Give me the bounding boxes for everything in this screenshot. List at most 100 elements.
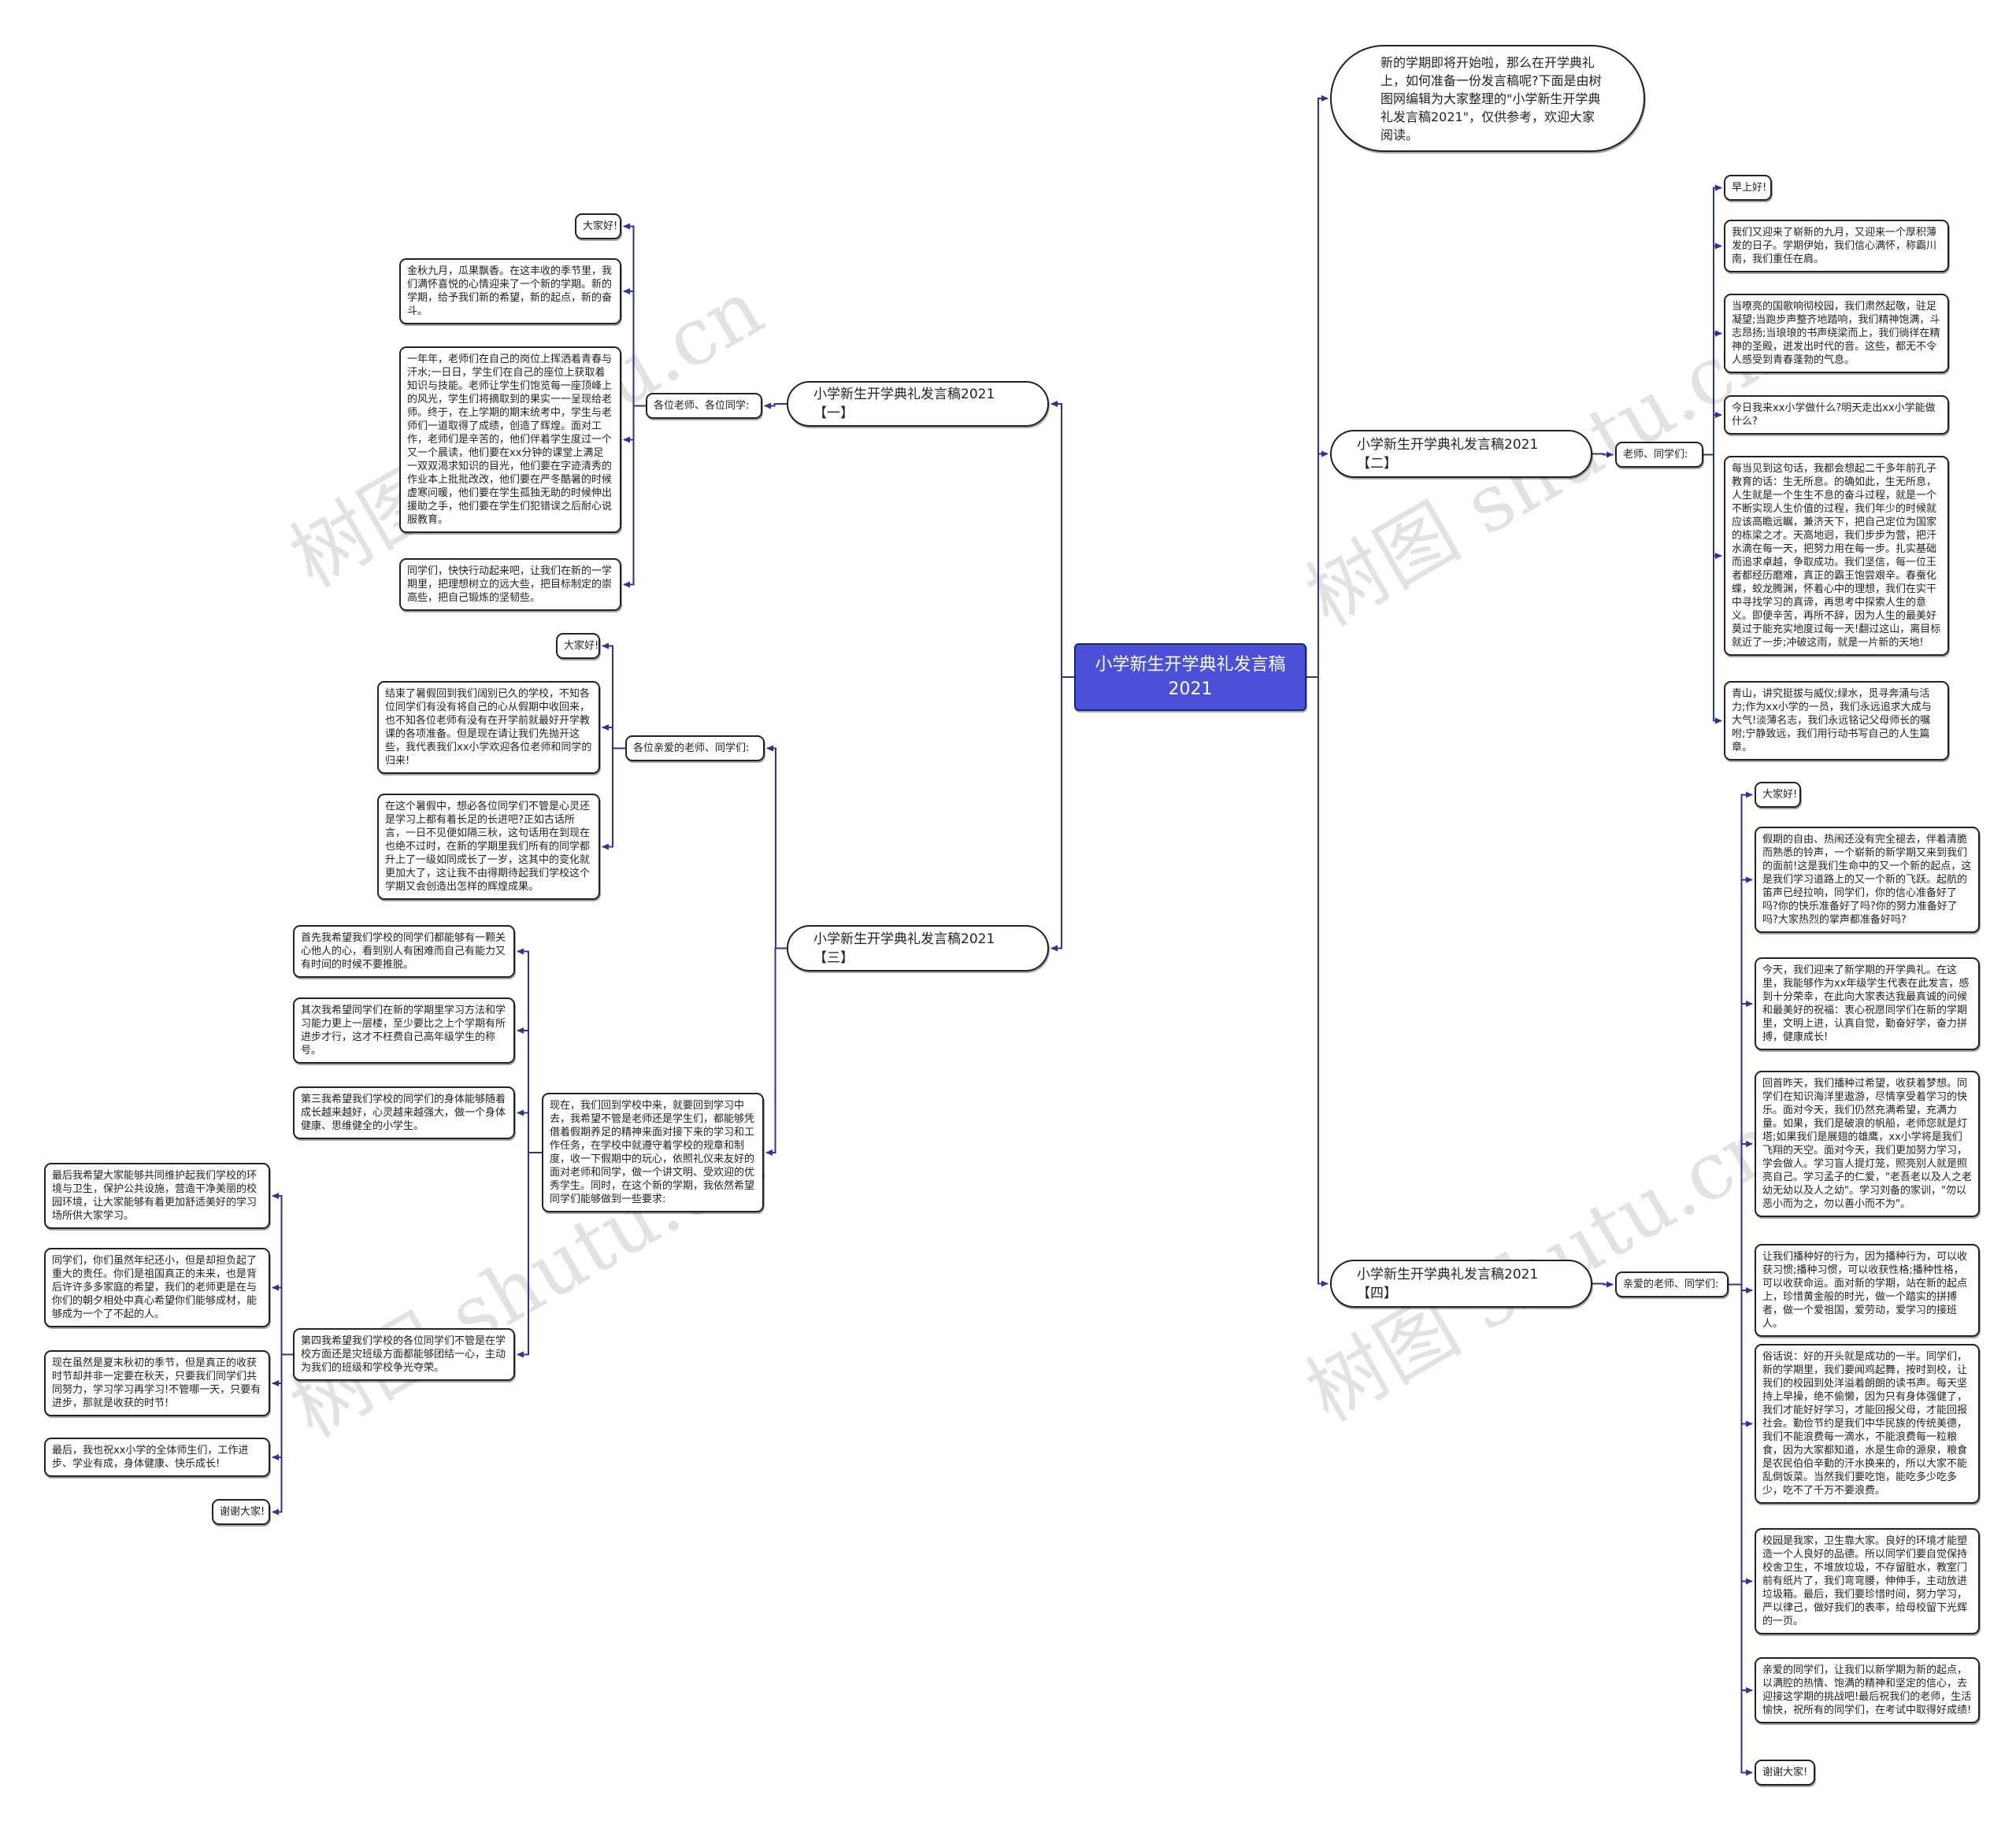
- closing-item[interactable]: 同学们，你们虽然年纪还小，但是却担负起了重大的责任。你们是祖国真正的未来，也是背…: [44, 1248, 270, 1327]
- arrow-head-icon: [1715, 330, 1722, 337]
- connector-line: [1306, 453, 1328, 678]
- arrow-head-icon: [1746, 1287, 1753, 1294]
- connector-line: [1729, 1003, 1752, 1286]
- branch-2-item[interactable]: 青山，讲究挺拔与威仪;绿水，觅寻奔涌与活力;作为xx小学的一员，我们永远追求大成…: [1724, 681, 1949, 761]
- branch-1-item[interactable]: 大家好!: [575, 213, 621, 239]
- branch-4-item[interactable]: 俗话说：好的开头就是成功的一半。同学们，新的学期里，我们要闻鸡起舞，按时到校，让…: [1755, 1344, 1980, 1504]
- requirement-item[interactable]: 首先我希望我们学校的同学们都能够有一颗关心他人的心，看到别人有困难而自己有能力又…: [293, 925, 515, 978]
- branch-4-item[interactable]: 让我们播种好的行为，因为播种行为，可以收获习惯;播种习惯，可以收获性格;播种性格…: [1755, 1244, 1980, 1337]
- connector-line: [517, 950, 542, 1153]
- branch-4-item[interactable]: 大家好!: [1755, 782, 1801, 808]
- branch-2[interactable]: 小学新生开学典礼发言稿2021【二】: [1330, 430, 1592, 478]
- arrow-head-icon: [623, 436, 630, 443]
- connector-line: [272, 1353, 293, 1458]
- arrow-head-icon: [272, 1193, 279, 1199]
- arrow-head-icon: [1051, 401, 1058, 407]
- branch-3-now[interactable]: 现在，我们回到学校中来，就要回到学习中去，我希望不管是老师还是学生们，都能够凭借…: [542, 1093, 764, 1212]
- branch-2-item[interactable]: 早上好!: [1724, 175, 1772, 201]
- closing-item[interactable]: 谢谢大家!: [212, 1499, 270, 1525]
- requirement-item[interactable]: 其次我希望同学们在新的学期里学习方法和学习能力更上一层楼，至少要比之上个学期有所…: [293, 997, 515, 1064]
- branch-2-item[interactable]: 每当见到这句话，我都会想起二千多年前孔子教育的话：生无所息。的确如此，生无所息，…: [1724, 456, 1949, 656]
- arrow-head-icon: [1606, 1281, 1614, 1288]
- arrow-head-icon: [1746, 876, 1753, 883]
- closing-item[interactable]: 最后，我也祝xx小学的全体师生们，工作进步、学业有成，身体健康、快乐成长!: [44, 1438, 270, 1477]
- connector-line: [1592, 1282, 1613, 1286]
- connector-line: [1729, 1283, 1752, 1291]
- branch-4-item[interactable]: 回首昨天，我们播种过希望，收获着梦想。同学们在知识海洋里遨游，尽情享受着学习的快…: [1755, 1071, 1980, 1217]
- connector-line: [1703, 332, 1721, 456]
- branch-3-greeting-item[interactable]: 大家好!: [556, 633, 600, 659]
- arrow-head-icon: [272, 1284, 279, 1291]
- arrow-head-icon: [1746, 1769, 1753, 1776]
- branch-3-greeting-item[interactable]: 结束了暑假回到我们阔别已久的学校，不知各位同学们有没有将自己的心从假期中收回来，…: [377, 681, 600, 774]
- arrow-head-icon: [1321, 450, 1329, 457]
- branch-2-item[interactable]: 当嘹亮的国歌响彻校园，我们肃然起敬，驻足凝望;当跑步声整齐地踏响，我们精神饱满，…: [1724, 294, 1949, 373]
- arrow-head-icon: [1715, 553, 1722, 559]
- connector-line: [1592, 453, 1613, 456]
- branch-3[interactable]: 小学新生开学典礼发言稿2021【三】: [787, 925, 1049, 972]
- arrow-head-icon: [1715, 184, 1722, 191]
- arrow-head-icon: [1746, 1687, 1753, 1693]
- connector-line: [1306, 676, 1328, 1285]
- arrow-head-icon: [623, 581, 630, 588]
- branch-4-item[interactable]: 校园是我家，卫生靠大家。良好的环境才能塑造一个人良好的品德。所以同学们要自觉保持…: [1755, 1528, 1980, 1634]
- branch-1-item[interactable]: 一年年，老师们在自己的岗位上挥洒着青春与汗水;一日日，学生们在自己的座位上获取着…: [399, 346, 621, 533]
- arrow-head-icon: [602, 642, 609, 650]
- arrow-head-icon: [1715, 242, 1722, 250]
- connector-line: [766, 947, 787, 1153]
- branch-3-greeting[interactable]: 各位亲爱的老师、同学们:: [625, 735, 765, 761]
- branch-4-item[interactable]: 假期的自由、热闹还没有完全褪去，伴着清脆而熟悉的铃声，一个崭新的新学期又来到我们…: [1755, 827, 1980, 933]
- arrow-head-icon: [1715, 717, 1722, 724]
- arrow-head-icon: [1321, 95, 1329, 102]
- arrow-head-icon: [517, 948, 524, 955]
- branch-4-item[interactable]: 谢谢大家!: [1755, 1760, 1815, 1786]
- branch-3-greeting-item[interactable]: 在这个暑假中，想必各位同学们不管是心灵还是学习上都有着长足的长进吧?正如古话所言…: [377, 794, 600, 900]
- branch-2-item[interactable]: 我们又迎来了崭新的九月，又迎来一个厚积薄发的日子。学期伊始，我们信心满怀，称霸川…: [1724, 220, 1949, 272]
- branch-4-item[interactable]: 今天，我们迎来了新学期的开学典礼。在这里，我能够作为xx年级学生代表在此发言，感…: [1755, 957, 1980, 1050]
- connector-line: [1306, 98, 1328, 678]
- arrow-head-icon: [517, 1109, 524, 1116]
- connector-line: [624, 225, 646, 407]
- connector-line: [517, 1112, 542, 1153]
- connector-line: [1703, 453, 1721, 722]
- root-topic[interactable]: 小学新生开学典礼发言稿2021: [1074, 643, 1306, 711]
- intro-node[interactable]: 新的学期即将开始啦，那么在开学典礼上，如何准备一份发言稿呢?下面是由树图网编辑为…: [1330, 45, 1645, 152]
- arrow-head-icon: [766, 745, 773, 752]
- branch-4-item[interactable]: 亲爱的同学们，让我们以新学期为新的起点，以满腔的热情、饱满的精神和坚定的信心，去…: [1755, 1657, 1980, 1723]
- closing-item[interactable]: 最后我希望大家能够共同维护起我们学校的环境与卫生，保护公共设施，营造干净美丽的校…: [44, 1163, 270, 1229]
- connector-line: [517, 1030, 542, 1153]
- connector-line: [624, 405, 646, 586]
- connector-line: [1703, 245, 1721, 456]
- connector-line: [1051, 676, 1074, 949]
- requirement-item[interactable]: 第四我希望我们学校的各位同学们不管是在学校方面还是灾班级方面都能够团结一心，主动…: [293, 1328, 515, 1381]
- branch-1[interactable]: 小学新生开学典礼发言稿2021【一】: [787, 381, 1049, 427]
- closing-item[interactable]: 现在虽然是夏末秋初的季节，但是真正的收获时节却并非一定要在秋天，只要我们同学们共…: [44, 1350, 270, 1416]
- arrow-head-icon: [1746, 1420, 1753, 1427]
- branch-4[interactable]: 小学新生开学典礼发言稿2021【四】: [1330, 1260, 1592, 1308]
- connector-line: [517, 1152, 542, 1356]
- connector-line: [1703, 453, 1721, 557]
- branch-1-greeting[interactable]: 各位老师、各位同学:: [646, 393, 762, 419]
- connector-line: [1703, 414, 1721, 456]
- connector-line: [624, 291, 646, 407]
- connector-line: [602, 727, 625, 749]
- arrow-head-icon: [602, 843, 609, 850]
- requirement-item[interactable]: 第三我希望我们学校的同学们的身体能够随着成长越来越好，心灵越来越强大，做一个身体…: [293, 1086, 515, 1139]
- arrow-head-icon: [1746, 791, 1753, 798]
- connector-line: [1729, 1283, 1752, 1691]
- arrow-head-icon: [1321, 1280, 1329, 1287]
- arrow-head-icon: [1746, 1578, 1753, 1585]
- branch-1-item[interactable]: 同学们，快快行动起来吧，让我们在新的一学期里，把理想树立的远大些，把目标制定的崇…: [399, 558, 621, 611]
- arrow-head-icon: [272, 1454, 279, 1460]
- arrow-head-icon: [517, 1027, 524, 1034]
- connector-line: [1051, 403, 1074, 678]
- connector-line: [1729, 1283, 1752, 1774]
- branch-2-greeting[interactable]: 老师、同学们:: [1615, 442, 1703, 468]
- arrow-head-icon: [1715, 412, 1722, 418]
- arrow-head-icon: [623, 223, 630, 230]
- branch-2-item[interactable]: 今日我来xx小学做什么?明天走出xx小学能做什么?: [1724, 395, 1949, 435]
- branch-1-item[interactable]: 金秋九月，瓜果飘香。在这丰收的季节里，我们满怀喜悦的心情迎来了一个新的学期。新的…: [399, 258, 621, 324]
- branch-4-greeting[interactable]: 亲爱的老师、同学们:: [1615, 1271, 1729, 1297]
